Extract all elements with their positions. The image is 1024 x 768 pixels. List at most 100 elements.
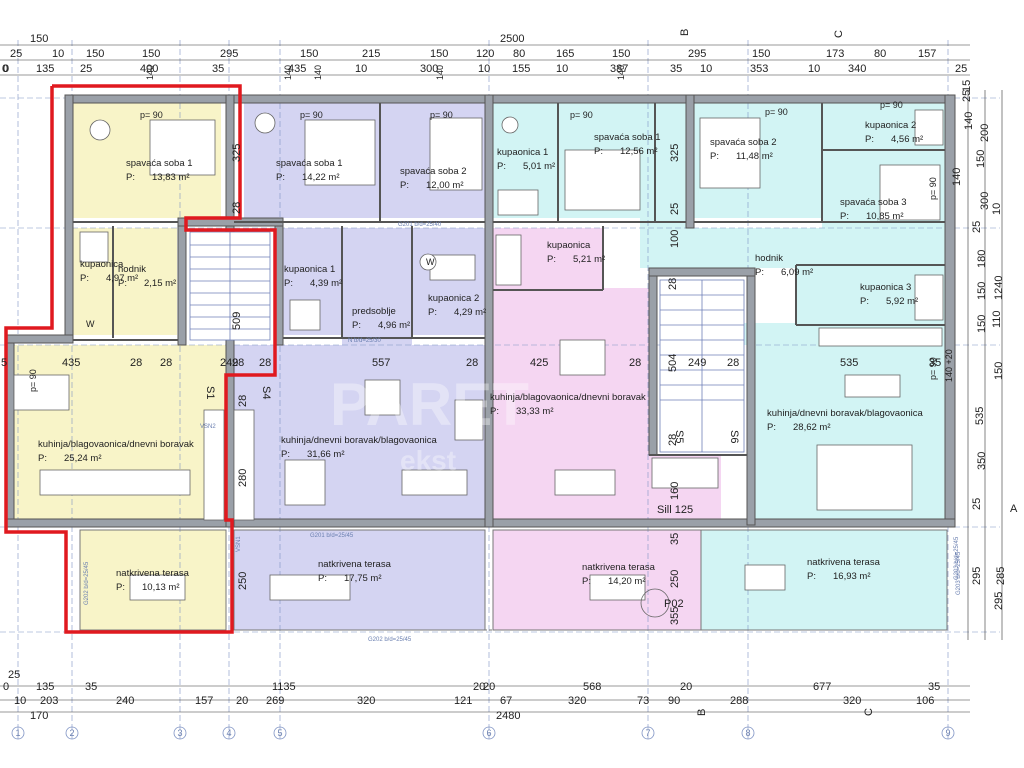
dim-right: 200: [979, 124, 991, 142]
dim-right: 25: [961, 90, 973, 102]
dim-bottom-2: 135: [36, 681, 54, 693]
dim-interior: 28: [629, 357, 641, 369]
dim-right: 350: [976, 452, 988, 470]
room-area-prefix: P:: [281, 449, 290, 460]
walls: [5, 94, 956, 528]
room-area-value: 17,75 m²: [344, 573, 382, 584]
dim-right: 535: [974, 407, 986, 425]
fill-apt2-hall: [342, 228, 412, 345]
dim-interior: 28: [237, 395, 249, 407]
dim-top-2: 150: [86, 48, 104, 60]
dim-top-2: 150: [142, 48, 160, 60]
dim-right: 140: [951, 168, 963, 186]
room-name: kupaonica 3: [860, 282, 911, 293]
dim-bottom-3: 320: [357, 695, 375, 707]
room-area-prefix: P:: [547, 254, 556, 265]
stair-label: S6: [728, 430, 740, 443]
dim-top-2: 120: [476, 48, 494, 60]
watermark: PARET: [330, 371, 529, 438]
fill-apt1-hall: [113, 228, 177, 335]
p02-label: P02: [664, 598, 684, 610]
dim-bottom-3: 90: [668, 695, 680, 707]
dim-bottom-2: 0: [3, 681, 9, 693]
stair-left: [189, 231, 271, 341]
room-area-value: 4,29 m²: [454, 307, 486, 318]
beam-note: G202 b/d=25/45: [368, 637, 412, 643]
dimension-lines: [0, 44, 1003, 713]
room-area-value: 28,62 m²: [793, 422, 831, 433]
dim-top-2: 80: [874, 48, 886, 60]
dim-top-3: 435: [288, 63, 306, 75]
room-name: spavaća soba 2: [400, 166, 467, 177]
dim-interior: 35: [929, 357, 941, 369]
dim-top-1: 150: [30, 33, 48, 45]
room-area-value: 6,09 m²: [781, 267, 813, 278]
dim-top-3: 353: [750, 63, 768, 75]
fill-apt4-terrace: [701, 530, 947, 630]
room-name: kupaonica 2: [428, 293, 479, 304]
beam-note: G201 b/d=25/40: [398, 222, 442, 228]
axis-bubble: [941, 726, 955, 740]
axis-label: 3: [178, 728, 183, 738]
room-name: spavaća soba 1: [594, 132, 661, 143]
dim-top-3: 387: [610, 63, 628, 75]
dim-bottom-4: 2480: [496, 710, 520, 722]
dim-top-3: 0: [3, 63, 9, 75]
dim-top-small: 140: [313, 65, 323, 80]
dim-right: 180: [976, 250, 988, 268]
dim-top-3: 340: [848, 63, 866, 75]
dim-top-3: 300: [420, 63, 438, 75]
dim-bottom-3: 288: [730, 695, 748, 707]
dim-bottom-2: 20: [473, 681, 485, 693]
dim-top-2: 10: [52, 48, 64, 60]
axis-bubble: [273, 726, 287, 740]
room-area-prefix: P:: [284, 278, 293, 289]
dim-interior: 25: [669, 203, 681, 215]
room-area-value: 5,92 m²: [886, 296, 918, 307]
room-name: spavaća soba 2: [710, 137, 777, 148]
axis-letter: B: [696, 709, 708, 716]
dim-interior: 35: [669, 533, 681, 545]
dim-interior: 249: [220, 357, 238, 369]
axis-bubble: [65, 726, 79, 740]
dim-interior: 160: [669, 482, 681, 500]
room-area-value: 2,15 m²: [144, 278, 176, 289]
dim-bottom-3: 67: [500, 695, 512, 707]
dim-bottom-2: 20: [483, 681, 495, 693]
dim-top-3: 10: [478, 63, 490, 75]
dim-top-2: 150: [612, 48, 630, 60]
dim-bottom-2: 568: [583, 681, 601, 693]
room-area-value: 13,83 m²: [152, 172, 190, 183]
room-name: kuhinja/blagovaonica/dnevni boravak: [490, 392, 646, 403]
washer-label: W: [426, 257, 435, 267]
room-name: kupaonica 1: [284, 264, 335, 275]
door-width: p= 90: [300, 110, 323, 120]
room-area-prefix: P:: [116, 582, 125, 593]
room-area-prefix: P:: [497, 161, 506, 172]
dim-right: 300: [979, 192, 991, 210]
dim-bottom-3: 320: [568, 695, 586, 707]
room-area-value: 4,56 m²: [891, 134, 923, 145]
room-name: natkrivena terasa: [318, 559, 392, 570]
room-name: natkrivena terasa: [116, 568, 190, 579]
dim-bottom-3: 157: [195, 695, 213, 707]
room-area-prefix: P:: [490, 406, 499, 417]
dim-right: 285: [995, 567, 1007, 585]
axis-label: 8: [746, 728, 751, 738]
dim-top-2: 215: [362, 48, 380, 60]
room-name: natkrivena terasa: [582, 562, 656, 573]
dim-top-2: 295: [220, 48, 238, 60]
door-width: p= 90: [928, 177, 938, 200]
furniture: [13, 109, 944, 618]
axis-bubble: [11, 726, 25, 740]
dim-top-3: 135: [36, 63, 54, 75]
axis-bubble: [482, 726, 496, 740]
room-name: kuhinja/dnevni boravak/blagovaonica: [767, 408, 924, 419]
room-area-prefix: P:: [276, 172, 285, 183]
room-name: spavaća soba 1: [126, 158, 193, 169]
dim-interior: 557: [372, 357, 390, 369]
sill-label: Sill 125: [657, 504, 693, 516]
dim-top-3: 400: [140, 63, 158, 75]
stair-label: S1: [204, 386, 216, 399]
dim-top-2: 157: [918, 48, 936, 60]
